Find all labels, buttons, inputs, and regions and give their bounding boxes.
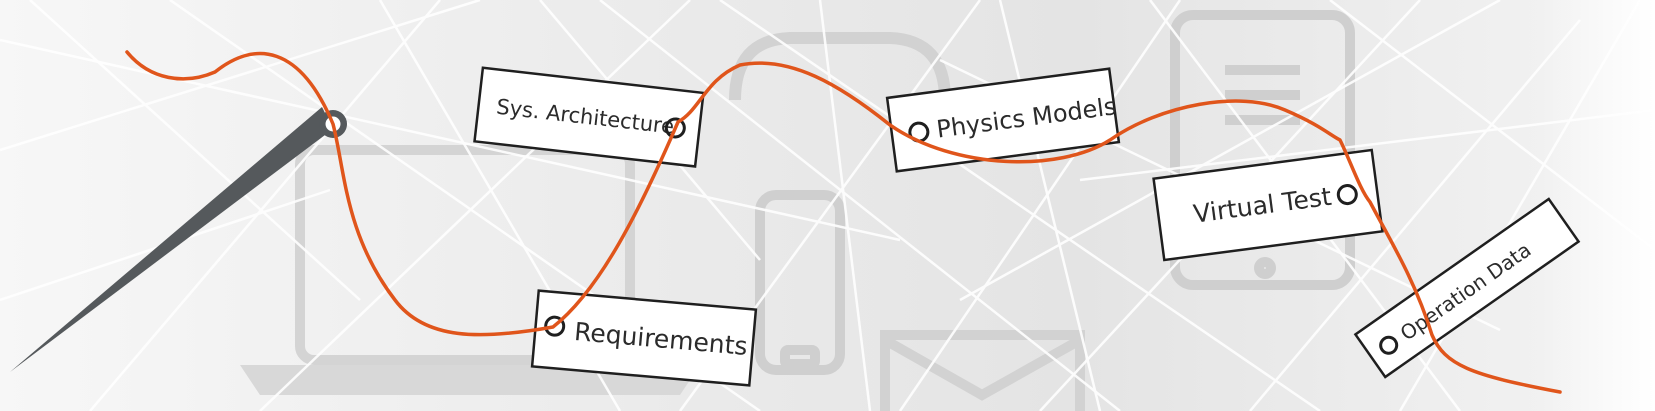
tag-hole-icon (1336, 184, 1358, 206)
tag-requirements: Requirements (530, 289, 758, 387)
tag-hole-icon (1379, 335, 1399, 355)
tag-virtual-test: Virtual Test (1152, 148, 1384, 262)
tag-physics-models: Physics Models (885, 67, 1121, 173)
tag-sys-architecture: Sys. Architecture (473, 66, 705, 168)
thread (125, 50, 1562, 394)
clipboard-icon (729, 32, 951, 101)
laptop-icon (240, 145, 700, 395)
tablet-icon (1170, 10, 1355, 290)
right-fade (1540, 0, 1655, 411)
tag-hole-icon (544, 315, 566, 337)
phone-icon (755, 190, 845, 375)
tag-hole-icon (664, 117, 686, 139)
